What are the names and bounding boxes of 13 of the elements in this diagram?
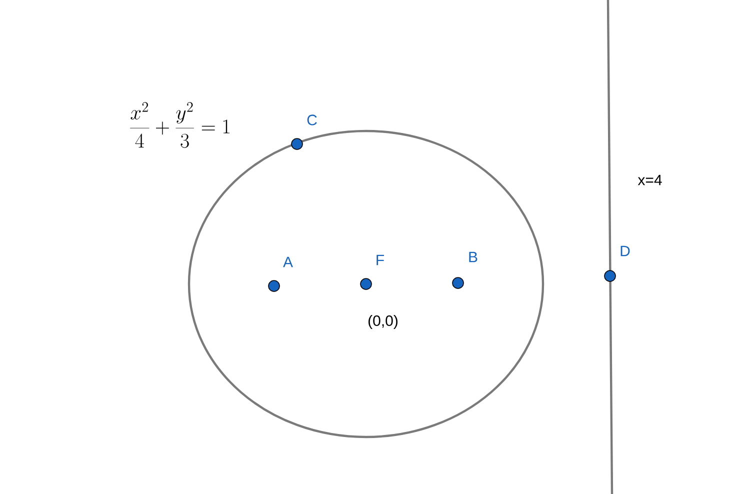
equation: $\frac{x^2}{4}+\frac{y^2}{3}=1$ bbox=[130, 102, 230, 148]
point bbox=[268, 280, 280, 292]
point-label: F bbox=[376, 254, 384, 266]
point bbox=[360, 278, 372, 290]
axis-label: (0,0) bbox=[368, 315, 398, 329]
axis-label: x=4 bbox=[638, 174, 662, 186]
point bbox=[604, 270, 616, 282]
point bbox=[291, 138, 303, 150]
point-label: D bbox=[620, 246, 630, 256]
point bbox=[452, 277, 464, 289]
point-label: A bbox=[283, 256, 293, 268]
point-label: C bbox=[307, 114, 317, 126]
point-label: B bbox=[469, 252, 478, 262]
